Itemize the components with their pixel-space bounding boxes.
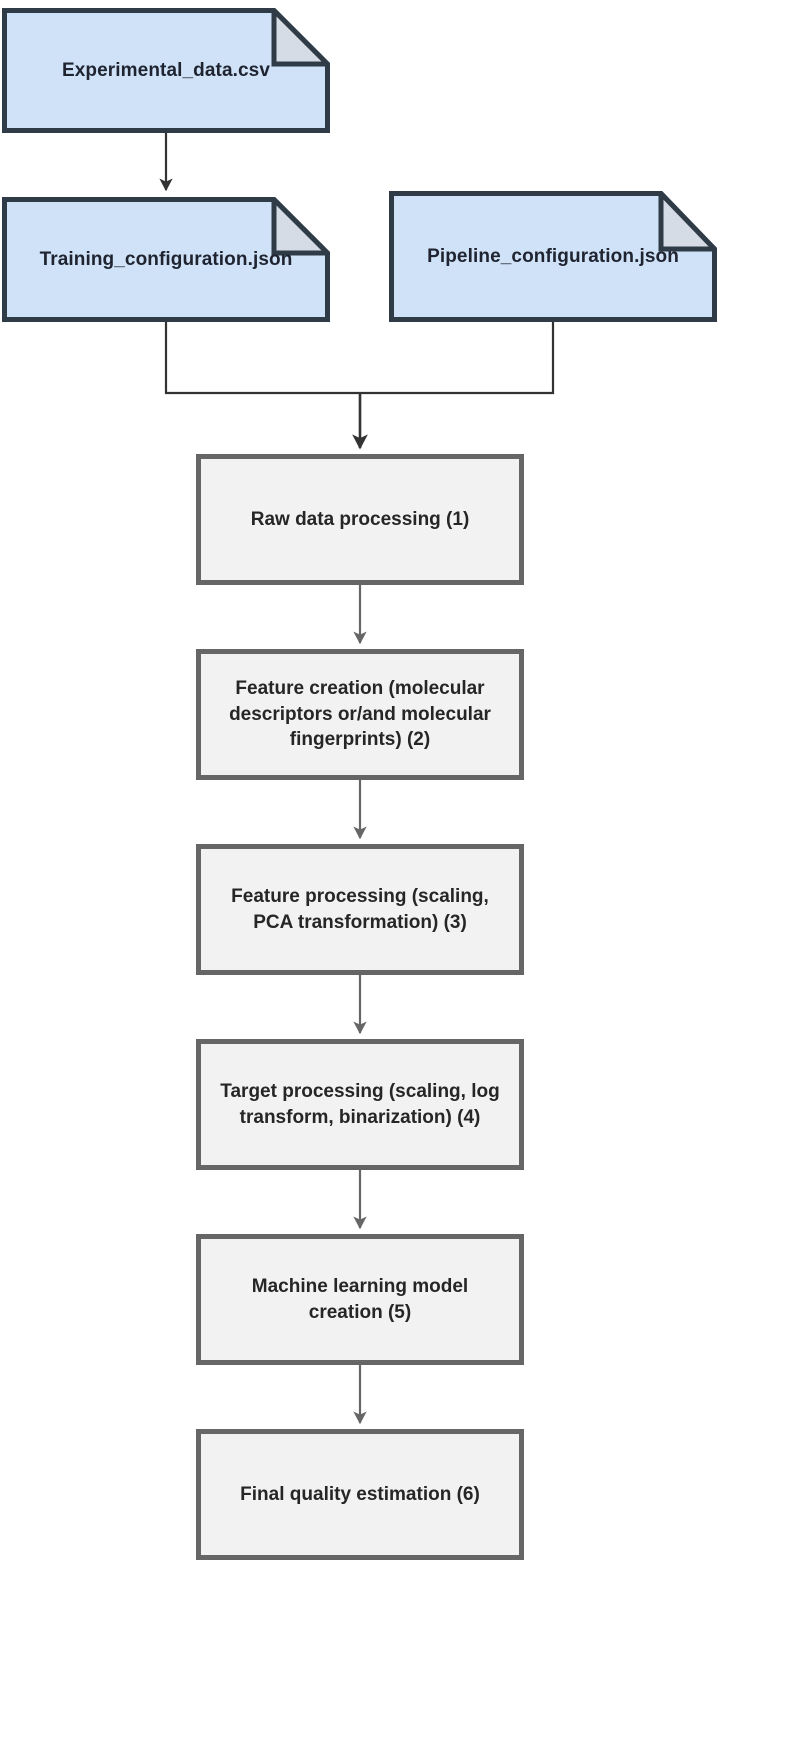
document-icon (389, 191, 717, 322)
node-training-configuration[interactable]: Training_configuration.json (2, 197, 330, 322)
node-feature-processing[interactable]: Feature processing (scaling, PCA transfo… (196, 844, 524, 975)
node-label: Training_configuration.json (39, 248, 293, 270)
node-label: Final quality estimation (6) (240, 1483, 480, 1505)
node-label: Machine learning model creation (5) (251, 1275, 469, 1323)
node-label: Feature processing (scaling, PCA transfo… (231, 885, 489, 933)
edge-pipeline-to-raw (360, 322, 555, 395)
node-model-creation[interactable]: Machine learning model creation (5) (196, 1234, 524, 1365)
node-experimental-data[interactable]: Experimental_data.csv (2, 8, 330, 133)
document-icon (2, 197, 330, 322)
edge-training-to-raw (164, 322, 360, 395)
node-label: Raw data processing (1) (250, 508, 470, 530)
node-feature-creation[interactable]: Feature creation (molecular descriptors … (196, 649, 524, 780)
node-label: Pipeline_configuration.json (427, 245, 679, 267)
node-label: Feature creation (molecular descriptors … (229, 678, 491, 751)
node-raw-data-processing[interactable]: Raw data processing (1) (196, 454, 524, 585)
node-target-processing[interactable]: Target processing (scaling, log transfor… (196, 1039, 524, 1170)
node-label: Target processing (scaling, log transfor… (220, 1080, 500, 1128)
document-icon (2, 8, 330, 133)
node-label: Experimental_data.csv (61, 59, 271, 81)
node-pipeline-configuration[interactable]: Pipeline_configuration.json (389, 191, 717, 322)
node-final-quality-estimation[interactable]: Final quality estimation (6) (196, 1429, 524, 1560)
